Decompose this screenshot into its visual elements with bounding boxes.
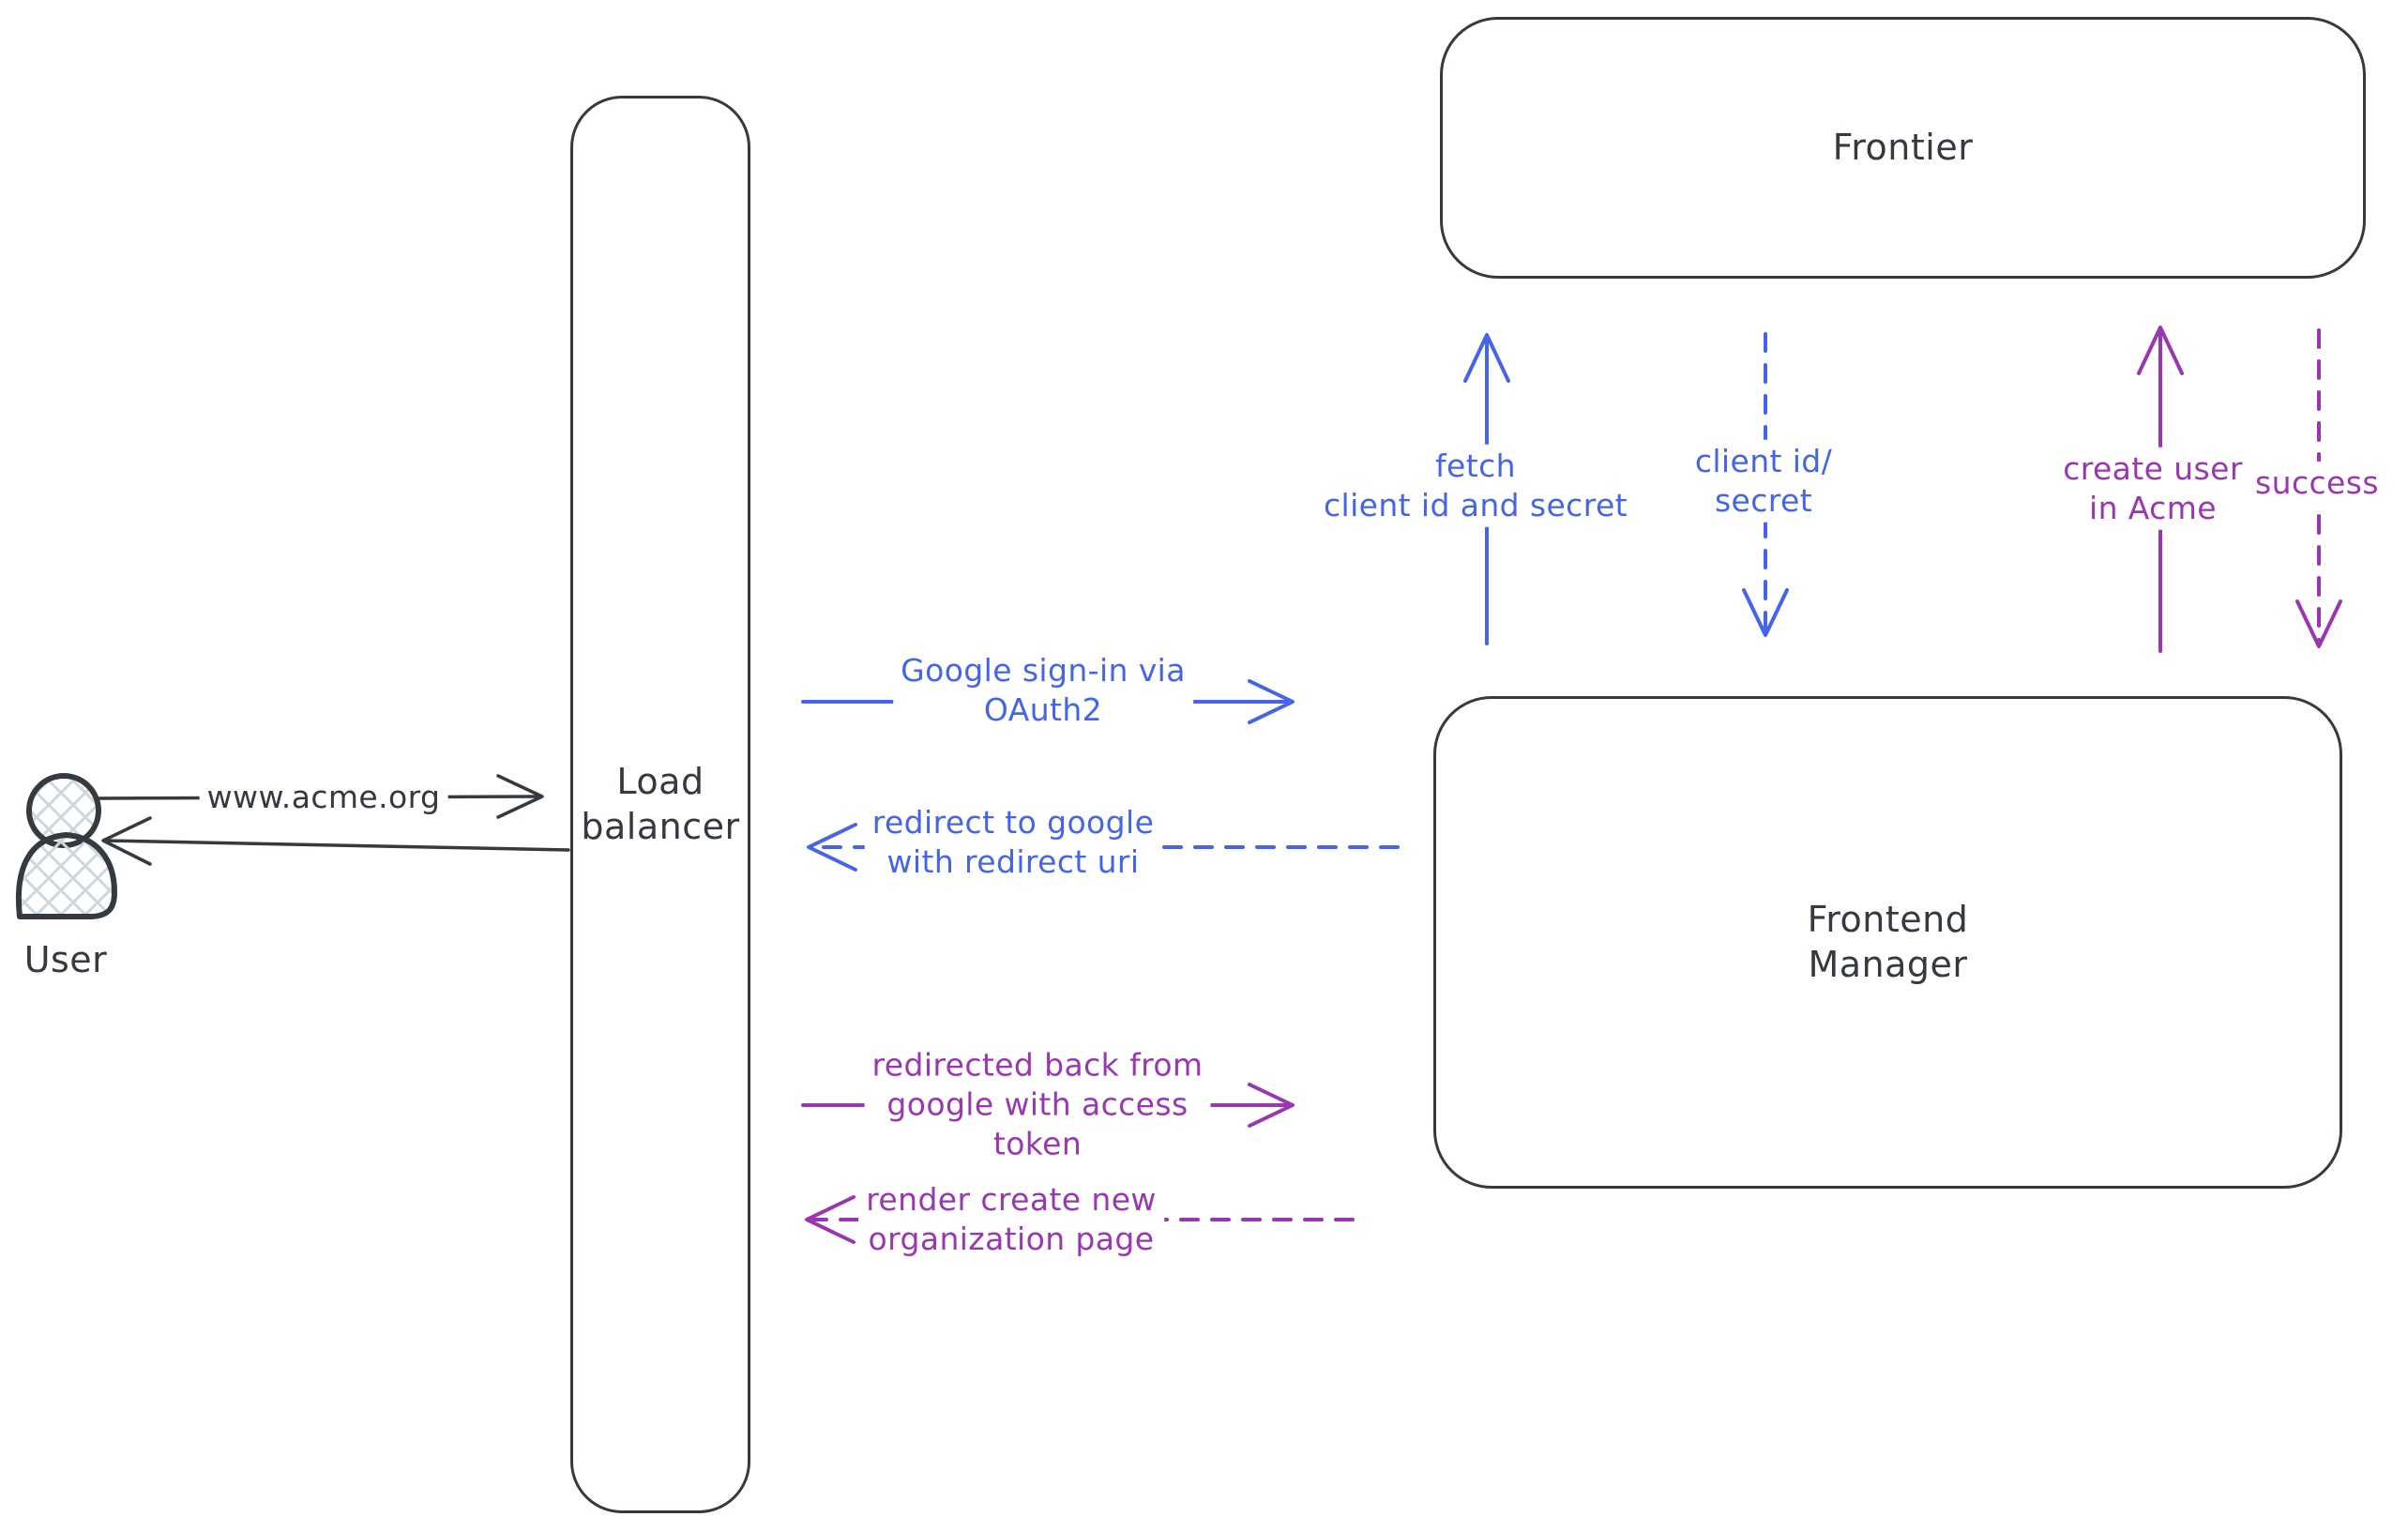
arrow-success-label: success <box>2248 461 2386 506</box>
arrow-client-id-secret <box>1742 332 1789 637</box>
arrow-www-acme-request-label: www.acme.org <box>199 775 448 820</box>
user-label: User <box>23 939 108 980</box>
user-icon <box>16 773 117 919</box>
arrow-response-to-user <box>101 816 570 866</box>
frontier-label: Frontier <box>1832 126 1974 168</box>
arrow-client-id-secret-label: client id/secret <box>1687 439 1840 523</box>
arrow-render-org-page <box>805 1195 1355 1244</box>
frontier-box: Frontier <box>1440 17 2366 279</box>
